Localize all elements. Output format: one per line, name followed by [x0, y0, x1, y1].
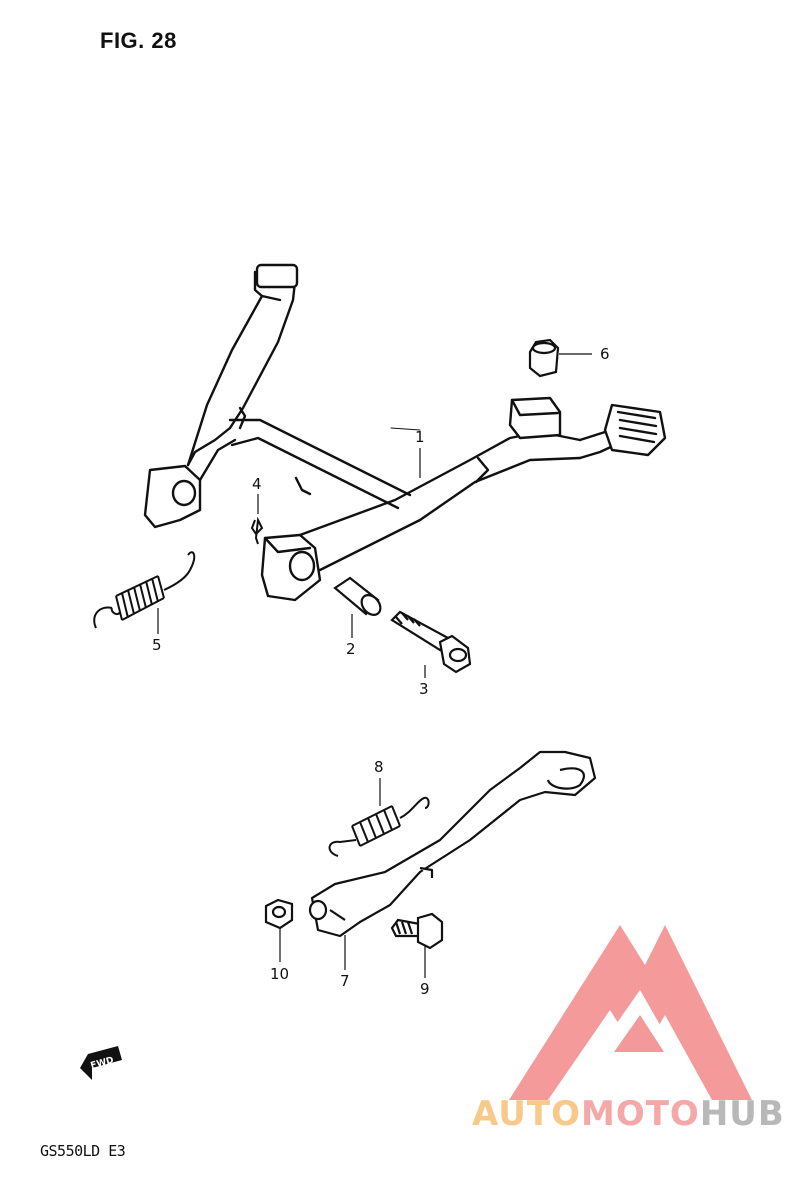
- side-stand-bolt-icon: [390, 912, 444, 950]
- callout-4: 4: [252, 475, 262, 493]
- watermark-part-hub: HUB: [699, 1094, 785, 1134]
- stopper-rubber-icon: [528, 338, 560, 378]
- watermark-part-auto: AUTO: [472, 1094, 581, 1134]
- figure-title: FIG. 28: [100, 28, 177, 53]
- center-stand-spring-icon: [93, 551, 196, 629]
- side-stand-icon: [308, 750, 597, 938]
- center-stand-icon: [143, 263, 667, 602]
- nut-icon: [264, 898, 294, 930]
- callout-5: 5: [152, 636, 162, 654]
- side-stand-spring-icon: [328, 796, 430, 857]
- callout-1: 1: [415, 428, 425, 446]
- callout-3: 3: [419, 680, 429, 698]
- callout-7: 7: [340, 972, 350, 990]
- model-code: GS550LD E3: [40, 1142, 126, 1160]
- callout-9: 9: [420, 980, 430, 998]
- watermark-part-moto: MOTO: [580, 1094, 700, 1134]
- cotter-pin-icon: [250, 516, 264, 545]
- callout-10: 10: [270, 965, 290, 983]
- leader-lines: [157, 353, 592, 978]
- spacer-sleeve-icon: [333, 576, 382, 616]
- watermark-logo-icon: [509, 925, 752, 1100]
- callout-6: 6: [600, 345, 610, 363]
- forward-arrow-icon: FWD: [80, 1046, 122, 1080]
- callout-2: 2: [346, 640, 356, 658]
- pivot-bolt-icon: [390, 610, 472, 674]
- callout-8: 8: [374, 758, 384, 776]
- watermark-text: AUTOMOTOHUB: [472, 1094, 785, 1134]
